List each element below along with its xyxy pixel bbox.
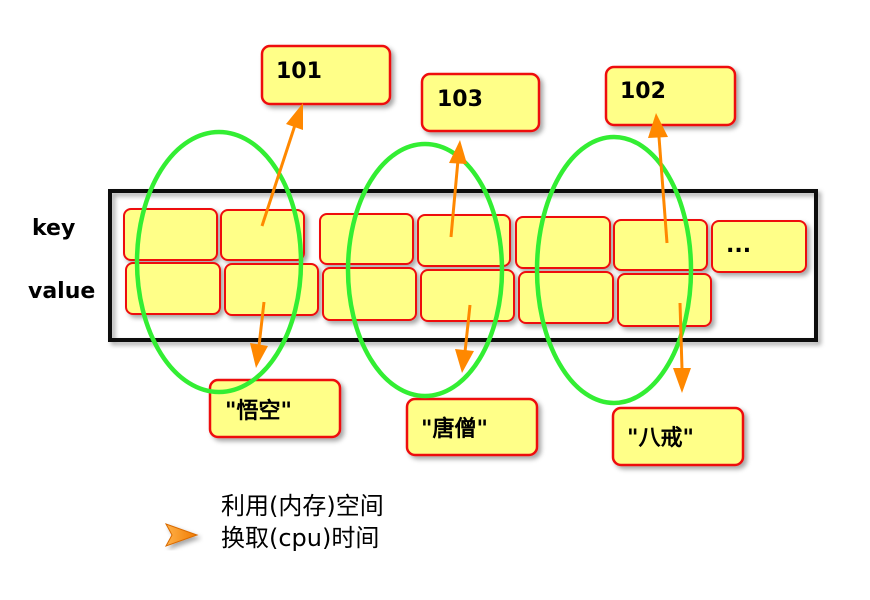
value-callout-bajie: [611, 406, 745, 467]
key-cell: [123, 208, 218, 261]
value-cell: [125, 262, 221, 315]
pair-ellipse: [134, 129, 304, 395]
key-cell: [417, 214, 511, 267]
key-cell: [613, 219, 708, 271]
arrow-head: [648, 113, 668, 138]
arrow-head: [286, 103, 303, 130]
key-callout-103: [420, 72, 541, 133]
value-callout-tangseng: [405, 397, 539, 457]
pair-ellipse: [345, 141, 505, 399]
key-cell: [319, 213, 414, 265]
value-callout-text: "唐僧": [421, 417, 488, 442]
ellipsis-text: ...: [726, 233, 752, 258]
key-row-label: key: [32, 216, 76, 241]
value-callout-text: "悟空": [225, 399, 292, 424]
arrow-head: [673, 368, 691, 393]
arrow-shaft: [260, 121, 298, 227]
arrow-head: [449, 140, 467, 164]
value-callout-wukong: [208, 378, 342, 439]
key-callout-101: [260, 44, 392, 106]
key-cell: [515, 216, 611, 269]
legend-arrow-icon: [164, 523, 199, 547]
key-cell: [220, 209, 305, 261]
legend-line-2: 换取(cpu)时间: [221, 524, 380, 552]
value-cell: [518, 271, 614, 324]
key-callout-text: 103: [437, 87, 483, 112]
value-cell: [322, 267, 417, 321]
arrow-head: [250, 343, 268, 368]
pair-ellipse: [534, 134, 694, 406]
value-row: [125, 262, 712, 327]
value-cell: [617, 273, 712, 327]
arrow-shaft: [257, 301, 266, 347]
key-callout-102: [604, 65, 737, 127]
key-callout-text: 102: [620, 79, 666, 104]
key-callout-text: 101: [276, 59, 322, 84]
arrow-shaft: [463, 304, 472, 353]
arrow-shaft: [657, 136, 669, 244]
key-cell-ellipsis: [711, 220, 807, 273]
arrow-head: [455, 349, 474, 373]
arrow-shaft: [678, 302, 684, 370]
value-cell: [224, 263, 319, 316]
arrow-shaft: [449, 159, 460, 238]
key-row: [123, 208, 807, 273]
legend-line-1: 利用(内存)空间: [221, 492, 384, 520]
table-frame: [108, 189, 818, 342]
value-callout-text: "八戒": [627, 426, 694, 451]
value-row-label: value: [28, 279, 96, 304]
